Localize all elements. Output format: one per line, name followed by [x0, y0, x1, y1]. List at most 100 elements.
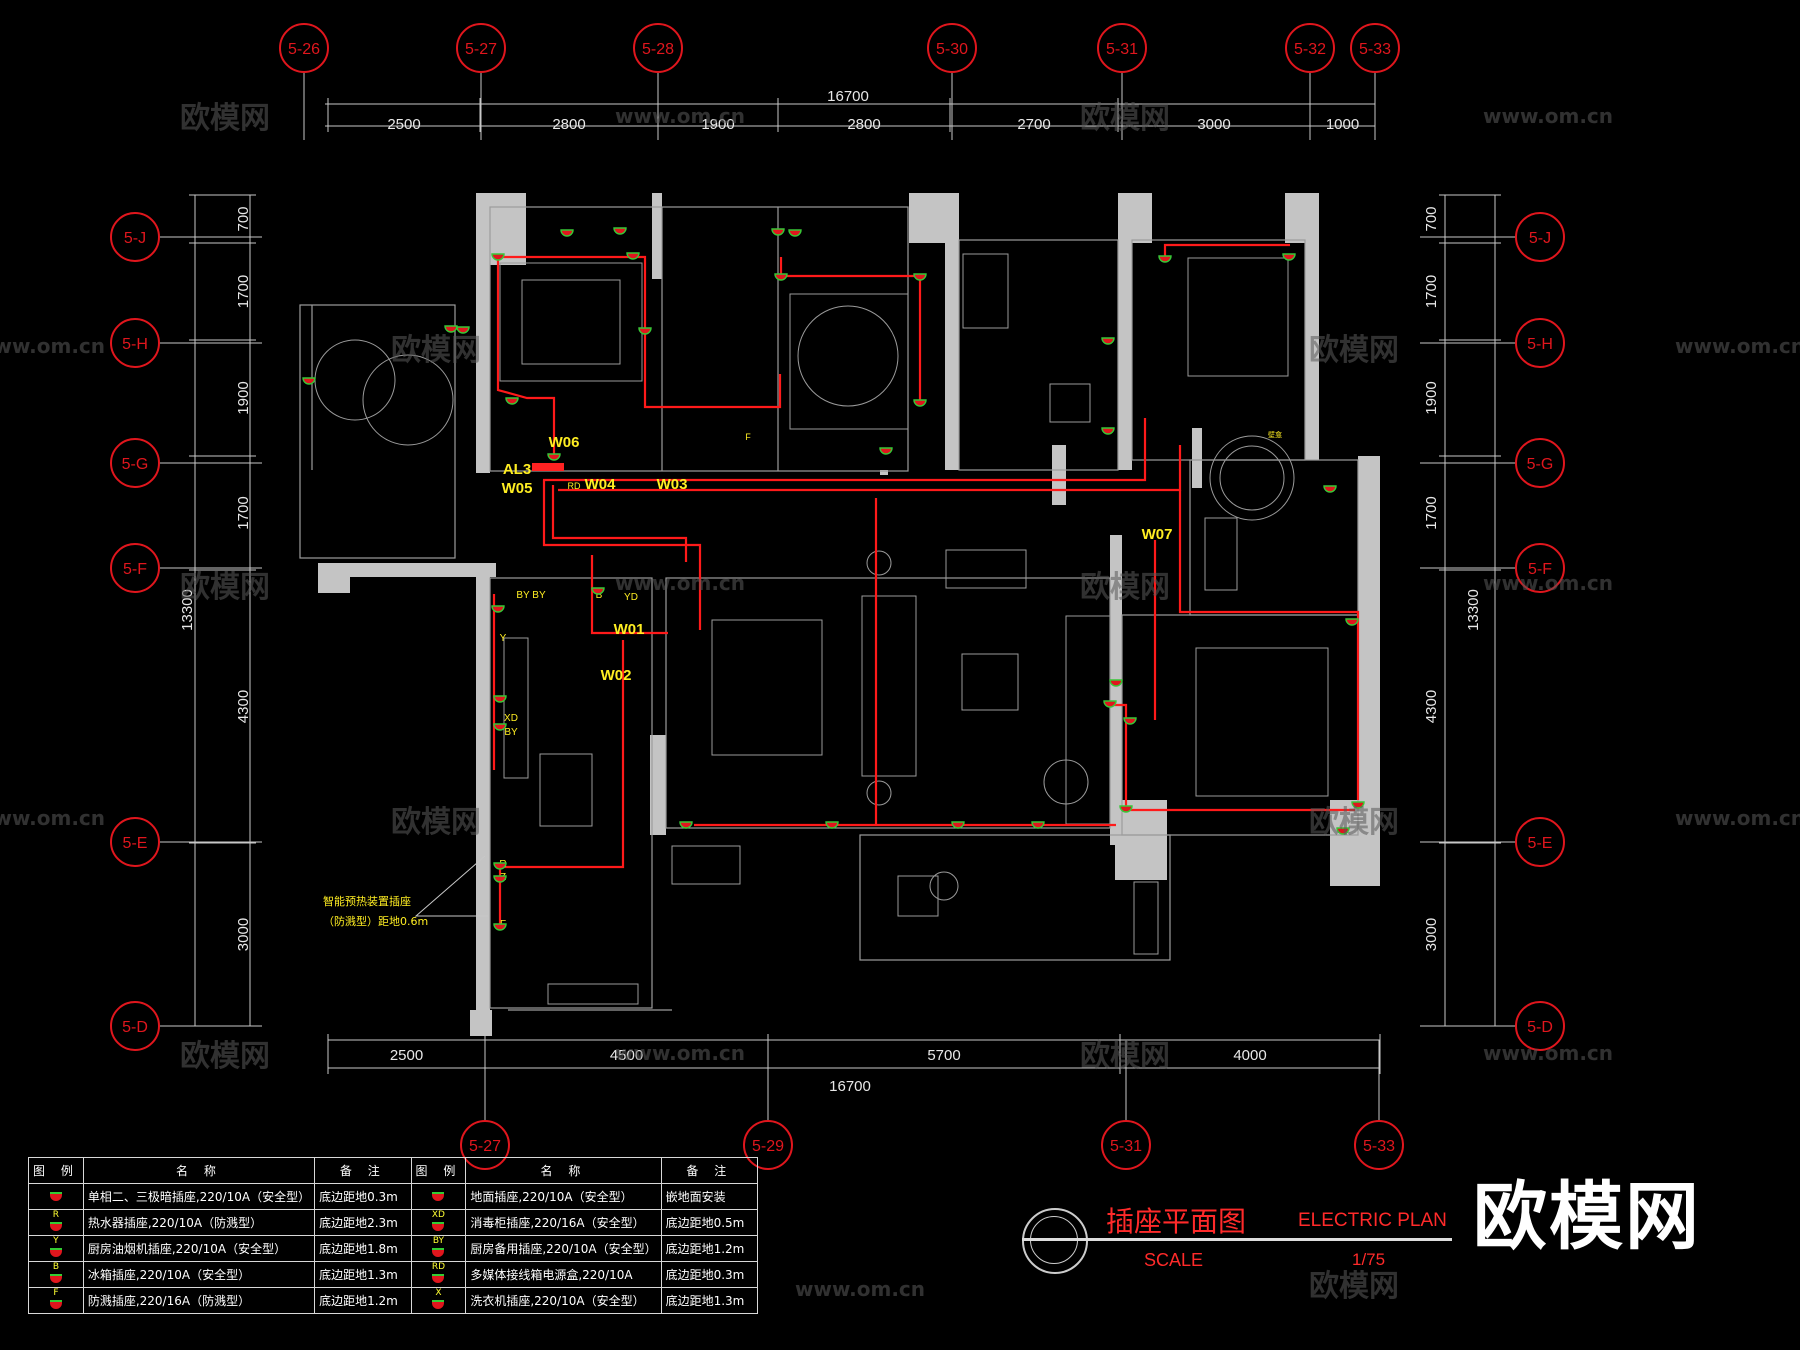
legend-header-name: 名 称 [82, 1157, 316, 1184]
outlet-symbol [493, 695, 507, 703]
left-axis-5-G-label: 5-G [122, 456, 149, 473]
top-axis-5-33-label: 5-33 [1359, 41, 1391, 58]
outlet-symbol [491, 253, 505, 261]
watermark: www.om.cn [615, 1041, 745, 1065]
legend-remark: 底边距地0.5m [660, 1209, 759, 1236]
bottom-axis-5-33: 5-33 [1354, 1040, 1404, 1170]
outlet-legend-icon [432, 1222, 445, 1231]
bottom-axis-5-27: 5-27 [460, 1040, 510, 1170]
bottom-dim: 2500 [390, 1047, 423, 1064]
brand-logo: 欧模网 [1473, 1174, 1701, 1260]
circuit-W06: W06 [549, 434, 580, 451]
outlet-symbol [302, 377, 316, 385]
legend-symbol: R [28, 1209, 84, 1236]
legend-symbol: X [410, 1287, 467, 1314]
legend-table: 图 例 名 称 备 注 图 例 名 称 备 注 单相二、三极暗插座,220/10… [28, 1157, 759, 1314]
left-axis-5-F-label: 5-F [123, 561, 147, 578]
bottom-dim: 5700 [927, 1047, 960, 1064]
legend-symbol-code: RD [431, 1262, 445, 1272]
outlet-legend-icon [49, 1191, 62, 1201]
right-total-dim: 13300 [1465, 589, 1482, 631]
outlet-symbol [1119, 805, 1133, 813]
outlet-legend-icon [49, 1222, 62, 1231]
legend-name: 洗衣机插座,220/10A（安全型） [465, 1287, 662, 1314]
top-axis-5-32: 5-32 [1285, 23, 1335, 140]
legend-remark: 底边距地1.3m [314, 1261, 412, 1288]
right-axis-5-D-label: 5-D [1527, 1019, 1553, 1036]
dimension-lines [189, 98, 1501, 1074]
outlet-symbol [626, 252, 640, 260]
kitchen-tag: BY BY [516, 590, 546, 601]
legend-symbol-code: BY [432, 1236, 444, 1246]
legend-header-symbol: 图 例 [28, 1157, 84, 1184]
right-axis-5-G-label: 5-G [1527, 456, 1554, 473]
top-axis-5-31-label: 5-31 [1106, 41, 1138, 58]
outlet-symbol [1123, 717, 1137, 725]
circuit-W03: W03 [657, 476, 688, 493]
bottom-axis-5-33-label: 5-33 [1363, 1138, 1395, 1155]
left-axis-5-E: 5-E [110, 817, 262, 867]
top-axis-5-31: 5-31 [1097, 23, 1147, 140]
right-axis-5-E-label: 5-E [1528, 835, 1553, 852]
left-axis-5-H: 5-H [110, 318, 262, 368]
outlet-symbol [493, 723, 507, 731]
small-tag-niche: 壁龛 [1268, 430, 1282, 439]
bottom-axis-5-29-label: 5-29 [752, 1138, 784, 1155]
outlet-symbol [547, 453, 561, 461]
top-dim: 2800 [847, 116, 880, 133]
circuit-W07: W07 [1142, 526, 1173, 543]
watermark: 欧模网 [391, 333, 481, 368]
right-dim: 1700 [1423, 496, 1440, 529]
outlet-symbol [1101, 337, 1115, 345]
legend-header-name-2: 名 称 [465, 1157, 662, 1184]
outlet-symbol [1158, 255, 1172, 263]
legend-remark: 底边距地1.3m [660, 1287, 759, 1314]
outlet-legend-icon [432, 1274, 445, 1283]
right-axis-5-H-label: 5-H [1527, 336, 1553, 353]
watermark: www.om.cn [1675, 806, 1800, 830]
watermark: 欧模网 [180, 570, 270, 605]
watermark: www.om.cn [1675, 334, 1800, 358]
legend-header-remark-2: 备 注 [660, 1157, 759, 1184]
top-axis-5-33: 5-33 [1350, 23, 1400, 140]
top-dim: 2700 [1017, 116, 1050, 133]
outlet-legend-icon [432, 1300, 445, 1309]
title-ring [1022, 1208, 1088, 1274]
top-dim: 2800 [552, 116, 585, 133]
legend-remark: 嵌地面安装 [660, 1183, 759, 1210]
legend-symbol-code: R [52, 1210, 60, 1220]
left-dim: 700 [235, 206, 252, 231]
legend-remark: 底边距地0.3m [314, 1183, 412, 1210]
right-axis-5-H: 5-H [1420, 318, 1565, 368]
outlet-symbol [1101, 427, 1115, 435]
outlet-symbol [913, 273, 927, 281]
legend-symbol-code: F [53, 1288, 59, 1298]
left-axis-5-J: 5-J [110, 212, 262, 262]
overall-dim-top: 16700 [827, 88, 869, 105]
legend-name: 防溅插座,220/16A（防溅型） [82, 1287, 316, 1314]
outlet-symbol [456, 326, 470, 334]
bottom-axis-5-31-label: 5-31 [1110, 1138, 1142, 1155]
outlet-symbol [638, 327, 652, 335]
outlet-symbol [1103, 700, 1117, 708]
watermark: www.om.cn [0, 334, 105, 358]
top-dim: 1000 [1326, 116, 1359, 133]
outlet-symbol [560, 229, 574, 237]
title-en: ELECTRIC PLAN [1298, 1210, 1447, 1231]
outlet-symbol [788, 229, 802, 237]
outlet-symbol [444, 325, 458, 333]
legend-symbol: BY [410, 1235, 467, 1262]
left-axis-5-E-label: 5-E [123, 835, 148, 852]
kitchen-tag: BY [504, 727, 518, 738]
left-axis-5-F: 5-F [110, 543, 262, 593]
scale-label: SCALE [1144, 1250, 1204, 1270]
right-dim: 3000 [1423, 918, 1440, 951]
callout-line-2: （防溅型）距地0.6m [323, 914, 428, 928]
bottom-axis-5-29: 5-29 [743, 1040, 793, 1170]
outlet-symbol [825, 821, 839, 829]
right-dim: 1900 [1423, 381, 1440, 414]
